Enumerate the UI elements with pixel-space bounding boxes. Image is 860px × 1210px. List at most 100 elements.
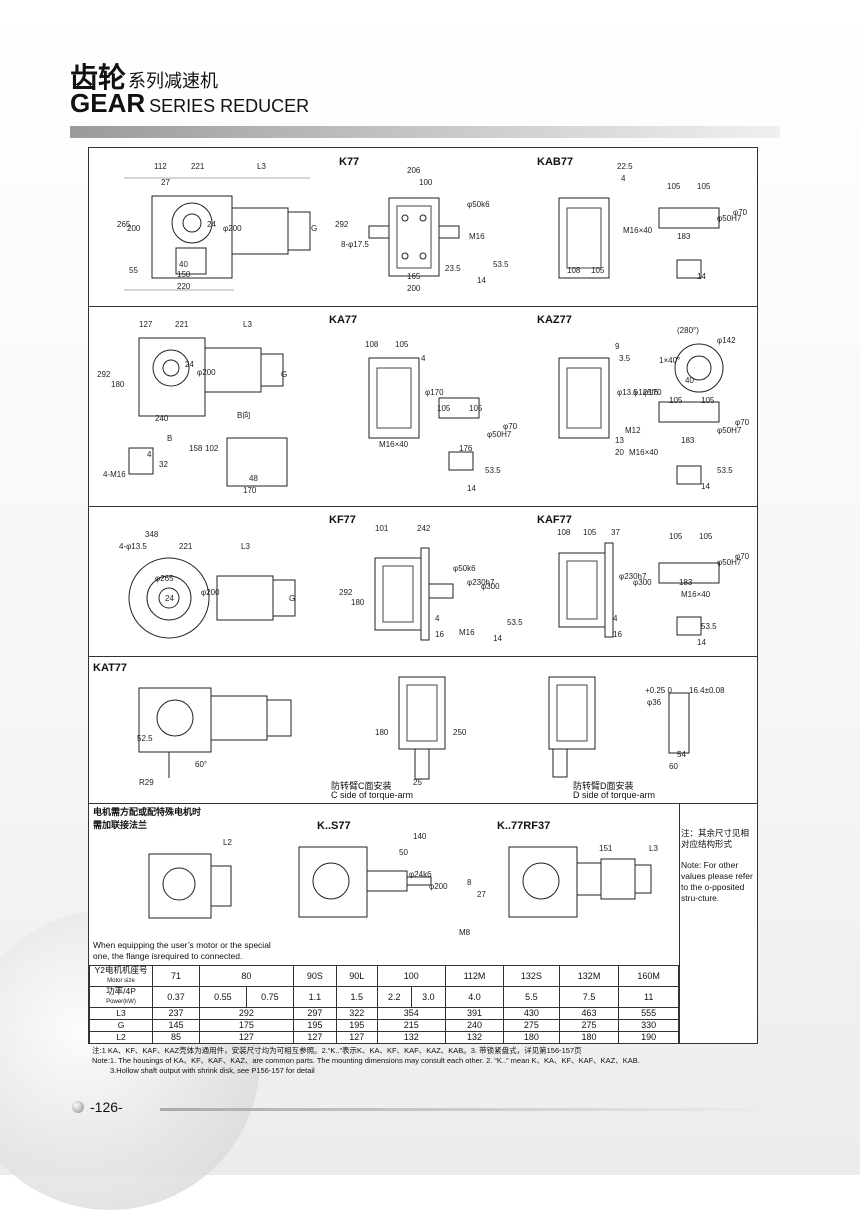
row-divider xyxy=(89,306,757,307)
table-cell: 112M xyxy=(445,965,504,987)
k77-front-drawing xyxy=(124,177,311,291)
label-ka77: KA77 xyxy=(329,314,358,326)
dim: 158 xyxy=(189,444,203,453)
dim: 52.5 xyxy=(137,734,153,743)
header-band xyxy=(70,126,780,138)
dim: 16.4±0.08 xyxy=(689,686,725,695)
equip-note-1: When equipping the user’s motor or the s… xyxy=(93,940,271,950)
dim: 53.5 xyxy=(717,466,733,475)
table-cell: 80 xyxy=(198,965,294,987)
dim: 170 xyxy=(243,486,257,495)
power-cn: 功率/4P xyxy=(106,986,136,996)
ks77-drawing xyxy=(298,846,432,918)
dim: M16 xyxy=(459,628,475,637)
dim: 14 xyxy=(697,638,706,647)
dim: 13 xyxy=(615,436,624,445)
dim: L3 xyxy=(649,844,658,853)
table-cell: 127 xyxy=(335,1031,378,1044)
dim: 165 xyxy=(407,272,421,281)
dim: 27 xyxy=(477,890,486,899)
dim: 250 xyxy=(453,728,467,737)
dim: 4-M16 xyxy=(103,470,126,479)
dim: G xyxy=(281,370,288,379)
table-cell: 0.37 xyxy=(152,986,200,1008)
dim: 221 xyxy=(175,320,189,329)
dim: 183 xyxy=(677,232,691,241)
dim: 55 xyxy=(129,266,138,275)
dim: 108 xyxy=(557,528,571,537)
kat77-c-drawing xyxy=(398,676,446,780)
dim: G xyxy=(289,594,296,603)
dim: 105 xyxy=(699,532,713,541)
dim: 37 xyxy=(611,528,620,537)
dim: G xyxy=(311,224,318,233)
motor-note-cn-2: 需加联接法兰 xyxy=(93,820,148,830)
motor-size-en: Motor size xyxy=(107,978,135,984)
drawing-frame: K77 KAB77 112 221 L3 27 265 200 24 φ200 … xyxy=(88,147,758,1044)
table-cell: 127 xyxy=(292,1031,337,1044)
dim: 176 xyxy=(459,444,473,453)
table-cell: 160M xyxy=(618,965,679,987)
dim: 32 xyxy=(159,460,168,469)
footnote-en-2: 3.Hollow shaft output with shrink disk, … xyxy=(110,1066,315,1075)
motor-size-cn: Y2电机机座号 xyxy=(94,965,148,975)
dim: R29 xyxy=(139,778,154,787)
dim: φ50k6 xyxy=(467,200,490,209)
dim: M12 xyxy=(625,426,641,435)
dim: φ125f6 xyxy=(633,388,659,397)
dim: M8 xyxy=(459,928,471,937)
motor-note-cn-1: 电机需方配或配特殊电机时 xyxy=(93,807,202,817)
kaz77-drawing xyxy=(558,343,724,485)
dim: 16 xyxy=(613,630,622,639)
dim: φ50H7 xyxy=(487,430,512,439)
dim: φ170 xyxy=(425,388,444,397)
table-cell: 240 xyxy=(445,1019,504,1032)
kab77-drawing xyxy=(558,197,720,279)
dim: 9 xyxy=(615,342,620,351)
dim: 53.5 xyxy=(493,260,509,269)
dim: +0.25 0 xyxy=(645,686,672,695)
table-cell: 0.75 xyxy=(245,986,294,1008)
page-number: -126- xyxy=(90,1099,123,1115)
dim: 24 xyxy=(207,220,216,229)
dim: 200 xyxy=(127,224,141,233)
dim: L3 xyxy=(243,320,252,329)
table-cell: 127 xyxy=(198,1031,294,1044)
dim: φ230h7 xyxy=(467,578,495,587)
dim: φ70 xyxy=(503,422,518,431)
row-header: L2 xyxy=(89,1031,153,1044)
side-note: 注：其余尺寸见相对应结构形式 Note: For other values pl… xyxy=(681,828,753,904)
dim: 105 xyxy=(701,396,715,405)
table-cell: 180 xyxy=(502,1031,560,1044)
dim: 105 xyxy=(591,266,605,275)
dim: 127 xyxy=(139,320,153,329)
dim: 14 xyxy=(493,634,502,643)
dim: 40 xyxy=(685,376,694,385)
dim: 14 xyxy=(697,272,706,281)
dim: 105 xyxy=(669,396,683,405)
dim: φ50H7 xyxy=(717,214,742,223)
dim: 105 xyxy=(395,340,409,349)
power-en: Power(kW) xyxy=(106,999,136,1005)
dim: 108 xyxy=(365,340,379,349)
table-cell: 1.5 xyxy=(335,986,378,1008)
dim: 180 xyxy=(111,380,125,389)
dim: 53.5 xyxy=(485,466,501,475)
table-cell: 190 xyxy=(618,1031,679,1044)
dim: 180 xyxy=(351,598,365,607)
table-cell: 90S xyxy=(292,965,337,987)
dim: 221 xyxy=(179,542,193,551)
dim: 183 xyxy=(681,436,695,445)
k77-side-drawing xyxy=(368,197,460,277)
kat77-d-drawing xyxy=(548,676,690,778)
dim: φ24k6 xyxy=(409,870,432,879)
table-cell: 132 xyxy=(445,1031,504,1044)
footnote-en-1: Note:1. The housings of KA、KF、KAF、KAZ、ar… xyxy=(92,1056,640,1065)
k77rf37-drawing xyxy=(508,846,652,918)
dim: 8 xyxy=(467,878,472,887)
dim: 20 xyxy=(615,448,624,457)
dim: φ142 xyxy=(717,336,736,345)
kat-d-caption-cn: 防转臂D面安装 xyxy=(573,781,634,791)
table-cell: 100 xyxy=(376,965,447,987)
